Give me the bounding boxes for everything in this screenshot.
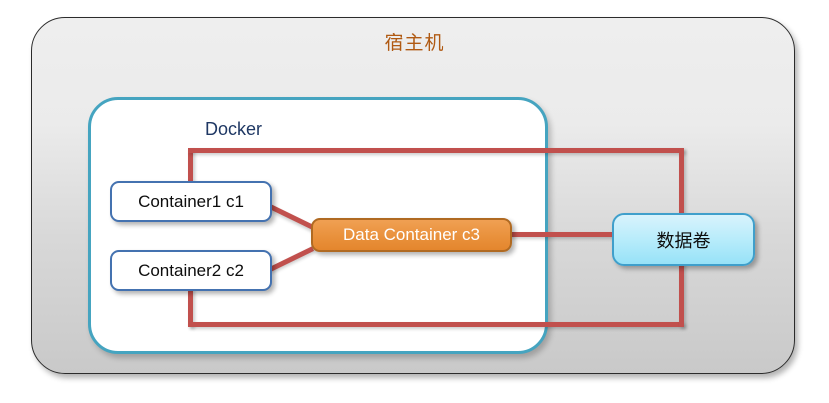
connector-top-vertical-right xyxy=(679,148,684,230)
data-container-box[interactable]: Data Container c3 xyxy=(311,218,512,252)
connector-bottom-vertical-left xyxy=(188,288,193,327)
connector-datacontainer-to-volume xyxy=(505,232,617,237)
docker-label: Docker xyxy=(205,119,263,139)
connector-bottom-vertical-right xyxy=(679,252,684,327)
container2-label: Container2 c2 xyxy=(138,260,244,280)
container2-box[interactable]: Container2 c2 xyxy=(110,250,272,291)
connector-bottom-horizontal xyxy=(188,322,684,327)
host-machine-label: 宿主机 xyxy=(384,33,445,54)
data-volume-box[interactable]: 数据卷 xyxy=(612,213,755,266)
connector-top-horizontal xyxy=(188,148,684,153)
data-container-label: Data Container c3 xyxy=(342,225,481,244)
connector-top-vertical-left xyxy=(188,148,193,185)
container1-box[interactable]: Container1 c1 xyxy=(110,181,272,222)
container1-label: Container1 c1 xyxy=(138,191,244,211)
data-volume-label: 数据卷 xyxy=(656,230,711,251)
